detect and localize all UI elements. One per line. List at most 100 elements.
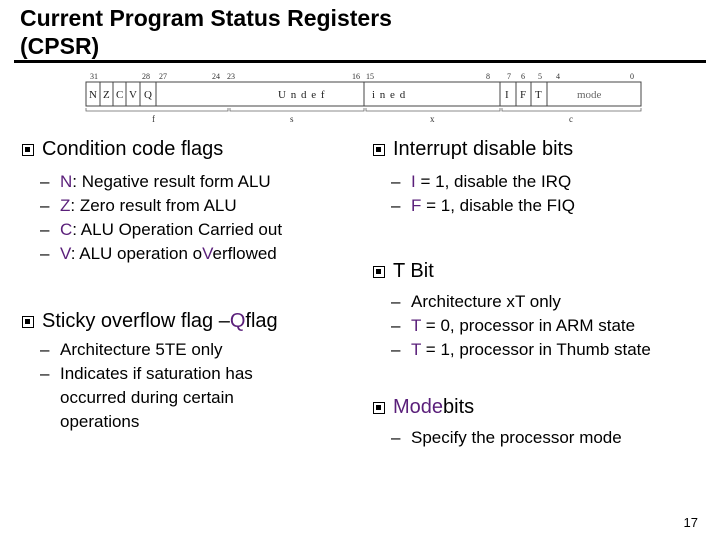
t-bit-heading: T Bit	[373, 258, 708, 284]
flag-q: Q	[144, 89, 152, 101]
heading-text: Sticky overflow flag –	[42, 310, 230, 332]
heading-text: Interrupt disable bits	[393, 138, 574, 160]
left-column: Condition code flags –N: Negative result…	[22, 136, 367, 434]
mode-item-1: –Specify the processor mode	[373, 426, 708, 450]
dash: –	[40, 220, 50, 239]
t-bit-item-1: –Architecture xT only	[373, 290, 708, 314]
dash: –	[391, 340, 401, 359]
q-letter: Q	[229, 310, 246, 332]
bit-31: 31	[90, 72, 98, 81]
t-desc: = 1, processor in Thumb state	[421, 340, 651, 359]
flag-letter: N	[60, 172, 73, 191]
flag-item-n: –N: Negative result form ALU	[22, 170, 367, 194]
flag-letter: Z	[60, 196, 71, 215]
dash: –	[40, 364, 50, 383]
dash: –	[40, 172, 50, 191]
dash: –	[40, 196, 50, 215]
sticky-item-1: –Architecture 5TE only	[22, 338, 367, 362]
flag-desc: : ALU operation o	[70, 244, 203, 263]
sticky-text: Architecture 5TE only	[60, 340, 223, 359]
checkbox-bullet-icon	[373, 144, 385, 156]
bit-6: 6	[521, 72, 525, 81]
mode-text: Specify the processor mode	[411, 428, 622, 447]
heading-text: T Bit	[393, 260, 434, 282]
condition-flags-heading: Condition code flags	[22, 136, 367, 162]
bit-15: 15	[366, 72, 374, 81]
heading-text: Condition code flags	[42, 138, 224, 160]
field-x: x	[430, 114, 435, 124]
flag-v: V	[129, 89, 137, 101]
control-t: T	[535, 89, 542, 101]
interrupt-letter: I	[411, 172, 416, 191]
sticky-text: Indicates if saturation has occurred dur…	[60, 364, 253, 431]
t-bit-tail: only	[525, 292, 561, 311]
heading-tail: flag	[245, 310, 278, 332]
control-i: I	[505, 89, 509, 101]
page-number: 17	[683, 515, 698, 530]
flag-letter: C	[60, 220, 73, 239]
bit-5: 5	[538, 72, 542, 81]
flag-letter-inline: V	[202, 244, 213, 263]
dash: –	[391, 196, 401, 215]
t-bit-item-2: –T = 0, processor in ARM state	[373, 314, 708, 338]
mode-bits-heading: Mode bits	[373, 394, 708, 420]
interrupt-disable-heading: Interrupt disable bits	[373, 136, 708, 162]
interrupt-item-i: –I = 1, disable the IRQ	[373, 170, 708, 194]
checkbox-bullet-icon	[22, 144, 34, 156]
flag-letter: V	[60, 244, 71, 263]
bit-27: 27	[159, 72, 167, 81]
dash: –	[391, 172, 401, 191]
flag-desc-tail: erflowed	[212, 244, 277, 263]
cpsr-bit-diagram: 31 28 27 24 23 16 15 8 7 6 5 4 0	[80, 70, 646, 126]
t-letter: T	[411, 316, 422, 335]
t-letter: T	[411, 340, 422, 359]
bit-7: 7	[507, 72, 511, 81]
heading-tail: bits	[443, 396, 475, 418]
bit-16: 16	[352, 72, 360, 81]
bit-28: 28	[142, 72, 150, 81]
bit-0: 0	[630, 72, 634, 81]
checkbox-bullet-icon	[373, 402, 385, 414]
dash: –	[391, 316, 401, 335]
dash: –	[391, 292, 401, 311]
interrupt-desc: = 1, disable the IRQ	[415, 172, 572, 191]
interrupt-desc: = 1, disable the FIQ	[421, 196, 575, 215]
sticky-overflow-heading: Sticky overflow flag – Q flag	[22, 308, 367, 334]
interrupt-letter: F	[411, 196, 422, 215]
undefined-text-left: U n d e f	[278, 89, 326, 101]
flag-c: C	[116, 89, 123, 101]
right-column: Interrupt disable bits –I = 1, disable t…	[373, 136, 708, 450]
bit-8: 8	[486, 72, 490, 81]
bit-24: 24	[212, 72, 220, 81]
t-desc: = 0, processor in ARM state	[421, 316, 636, 335]
t-bit-text: Architecture x	[411, 292, 515, 311]
t-bit-t: T	[514, 292, 526, 311]
dash: –	[40, 244, 50, 263]
control-f: F	[520, 89, 526, 101]
flag-n: N	[89, 89, 97, 101]
title-rule	[14, 60, 706, 63]
slide-title: Current Program Status Registers (CPSR)	[20, 4, 392, 60]
undefined-text-right: i n e d	[372, 89, 406, 101]
field-c: c	[569, 114, 573, 124]
interrupt-item-f: –F = 1, disable the FIQ	[373, 194, 708, 218]
checkbox-bullet-icon	[22, 316, 34, 328]
dash: –	[40, 340, 50, 359]
title-line-1: Current Program Status Registers	[20, 5, 392, 31]
mode-label: mode	[577, 89, 602, 101]
flag-z: Z	[103, 89, 110, 101]
field-s: s	[290, 114, 294, 124]
bit-23: 23	[227, 72, 235, 81]
checkbox-bullet-icon	[373, 266, 385, 278]
flag-item-c: –C: ALU Operation Carried out	[22, 218, 367, 242]
sticky-item-2: –Indicates if saturation has occurred du…	[22, 362, 310, 434]
bit-4: 4	[556, 72, 560, 81]
cpsr-diagram-svg: 31 28 27 24 23 16 15 8 7 6 5 4 0	[85, 72, 642, 124]
dash: –	[391, 428, 401, 447]
flag-item-v: –V: ALU operation oVerflowed	[22, 242, 367, 266]
t-bit-item-3: –T = 1, processor in Thumb state	[373, 338, 711, 362]
flag-desc: : Zero result from ALU	[70, 196, 237, 215]
flag-item-z: –Z: Zero result from ALU	[22, 194, 367, 218]
mode-word: Mode	[393, 396, 444, 418]
flag-desc: : Negative result form ALU	[72, 172, 271, 191]
